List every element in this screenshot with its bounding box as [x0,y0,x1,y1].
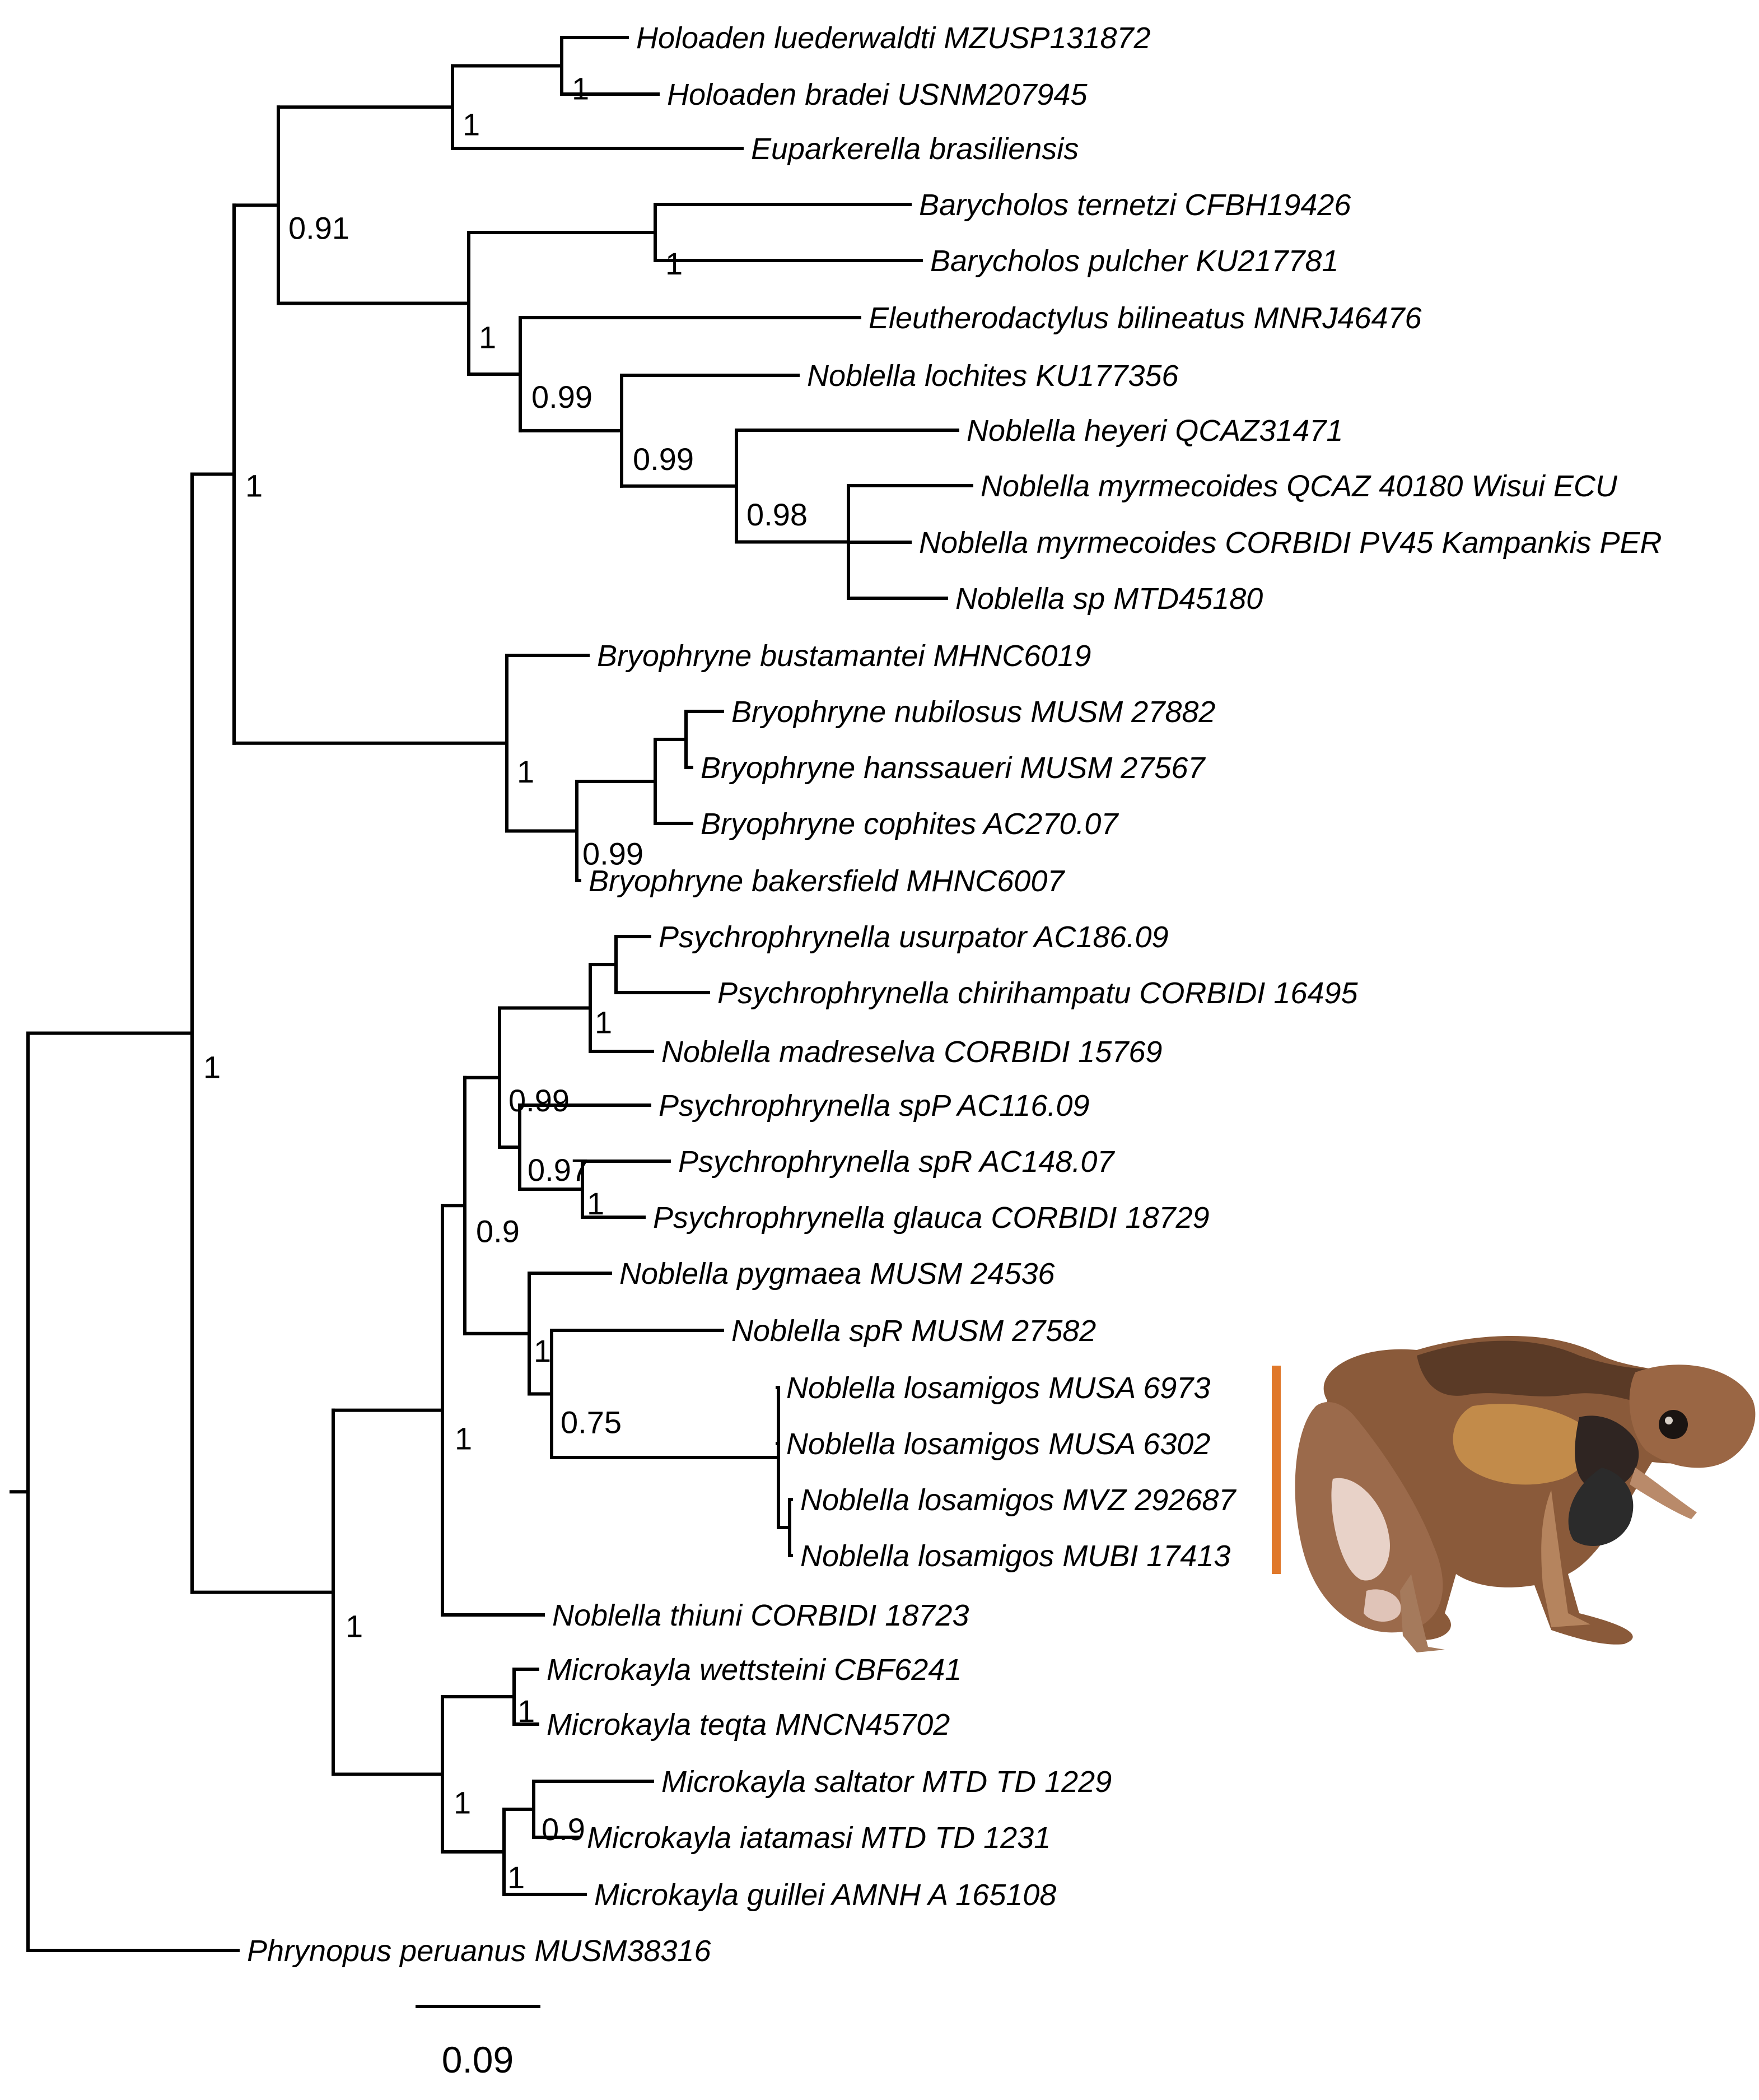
tip-label: Psychrophrynella chirihampatu CORBIDI 16… [717,976,1359,1010]
scale-bar-label: 0.09 [442,2039,514,2080]
tip-label: Psychrophrynella glauca CORBIDI 18729 [653,1201,1210,1235]
tip-label: Barycholos pulcher KU217781 [930,244,1338,278]
tip-label: Noblella thiuni CORBIDI 18723 [552,1599,969,1632]
support-value: 0.97 [528,1152,589,1188]
losamigos-clade-bar [1272,1366,1281,1574]
support-value: 1 [454,1785,471,1820]
support-value: 0.99 [633,441,694,477]
support-value: 1 [665,246,683,281]
support-value: 1 [587,1186,604,1221]
tip-labels: Holoaden luederwaldti MZUSP131872Holoade… [247,21,1662,1968]
support-value: 1 [203,1050,221,1085]
support-value: 1 [463,106,480,142]
scale-bar: 0.09 [416,2005,540,2080]
support-values: 1110.980.990.9910.910.9911110.970.990.75… [203,71,808,1896]
tip-label: Microkayla wettsteini CBF6241 [547,1653,962,1687]
support-value: 0.9 [542,1812,585,1847]
frog-photo [1295,1336,1756,1652]
support-value: 1 [455,1421,472,1456]
tip-label: Noblella spR MUSM 27582 [731,1314,1096,1348]
support-value: 1 [346,1609,363,1644]
tip-label: Bryophryne cophites AC270.07 [701,807,1119,841]
tip-label: Microkayla guillei AMNH A 165108 [594,1878,1056,1912]
support-value: 1 [507,1860,525,1895]
tip-label: Barycholos ternetzi CFBH19426 [919,188,1351,222]
support-value: 1 [534,1333,551,1368]
tip-label: Noblella losamigos MUBI 17413 [800,1539,1230,1573]
tip-label: Noblella heyeri QCAZ31471 [967,414,1343,448]
support-value: 1 [517,754,534,789]
tip-label: Noblella myrmecoides QCAZ 40180 Wisui EC… [981,469,1618,503]
support-value: 0.91 [288,210,349,245]
support-value: 1 [245,468,263,504]
tip-label: Microkayla teqta MNCN45702 [547,1708,950,1742]
support-value: 0.99 [582,836,643,872]
support-value: 0.99 [531,379,592,415]
tip-label: Noblella losamigos MUSA 6973 [786,1371,1210,1405]
tip-label: Phrynopus peruanus MUSM38316 [247,1934,711,1968]
support-value: 0.75 [561,1405,622,1440]
tip-label: Bryophryne nubilosus MUSM 27882 [731,695,1215,729]
tip-label: Holoaden bradei USNM207945 [667,78,1088,111]
support-value: 1 [479,319,496,355]
support-value: 0.9 [476,1213,520,1249]
tip-label: Bryophryne bustamantei MHNC6019 [597,639,1091,673]
tip-label: Microkayla saltator MTD TD 1229 [661,1765,1112,1799]
tip-label: Bryophryne hanssaueri MUSM 27567 [701,751,1206,785]
tip-label: Euparkerella brasiliensis [751,132,1079,166]
support-value: 0.99 [508,1083,570,1118]
tip-label: Noblella losamigos MUSA 6302 [786,1427,1210,1461]
tip-label: Noblella losamigos MVZ 292687 [800,1483,1237,1517]
tree-branches [10,36,973,1952]
tip-label: Psychrophrynella spP AC116.09 [659,1089,1089,1123]
support-value: 1 [572,71,589,106]
tip-label: Noblella madreselva CORBIDI 15769 [661,1035,1162,1069]
tip-label: Noblella sp MTD45180 [955,582,1263,616]
tip-label: Noblella myrmecoides CORBIDI PV45 Kampan… [919,526,1662,560]
tip-label: Psychrophrynella usurpator AC186.09 [659,920,1169,954]
support-value: 1 [595,1005,612,1040]
tip-label: Holoaden luederwaldti MZUSP131872 [636,21,1151,55]
tip-label: Microkayla iatamasi MTD TD 1231 [587,1821,1051,1855]
tip-label: Noblella pygmaea MUSM 24536 [619,1257,1055,1291]
tip-label: Eleutherodactylus bilineatus MNRJ46476 [869,301,1422,335]
support-value: 0.98 [746,497,808,532]
tip-label: Bryophryne bakersfield MHNC6007 [589,864,1065,898]
tip-label: Noblella lochites KU177356 [807,359,1179,393]
support-value: 1 [517,1693,535,1729]
tip-label: Psychrophrynella spR AC148.07 [678,1145,1115,1179]
